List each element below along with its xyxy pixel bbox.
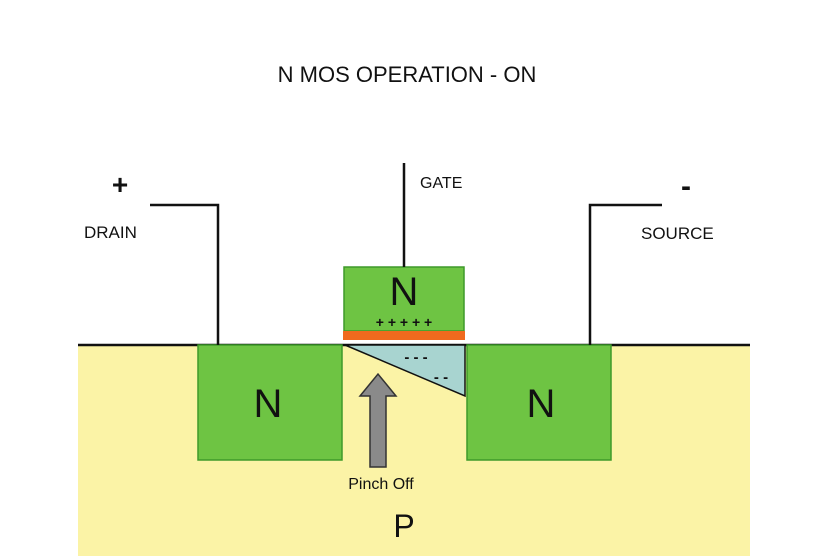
source-polarity: - — [681, 170, 691, 203]
pinch-off-label: Pinch Off — [348, 476, 414, 493]
drain-region-label: N — [254, 382, 283, 426]
channel-charges-bottom: - - — [434, 369, 448, 386]
source-n-region — [466, 344, 612, 461]
drain-label: DRAIN — [84, 223, 137, 242]
source-wire — [588, 203, 662, 345]
source-label: SOURCE — [641, 224, 714, 243]
source-region-label: N — [527, 382, 556, 426]
inversion-channel — [344, 344, 466, 398]
channel-charges-top: - - - — [404, 349, 427, 366]
drain-wire — [150, 203, 220, 345]
drain-polarity: + — [112, 169, 128, 200]
gate-oxide — [343, 331, 465, 340]
diagram-title: N MOS OPERATION - ON — [278, 62, 537, 87]
drain-n-region — [197, 344, 343, 461]
gate-label: GATE — [420, 175, 462, 192]
p-substrate — [78, 345, 750, 556]
gate-charges: + + + + + — [376, 314, 432, 330]
substrate-label: P — [393, 508, 414, 544]
pinch-off-arrow — [358, 372, 398, 468]
gate-n-label: N — [390, 270, 419, 314]
